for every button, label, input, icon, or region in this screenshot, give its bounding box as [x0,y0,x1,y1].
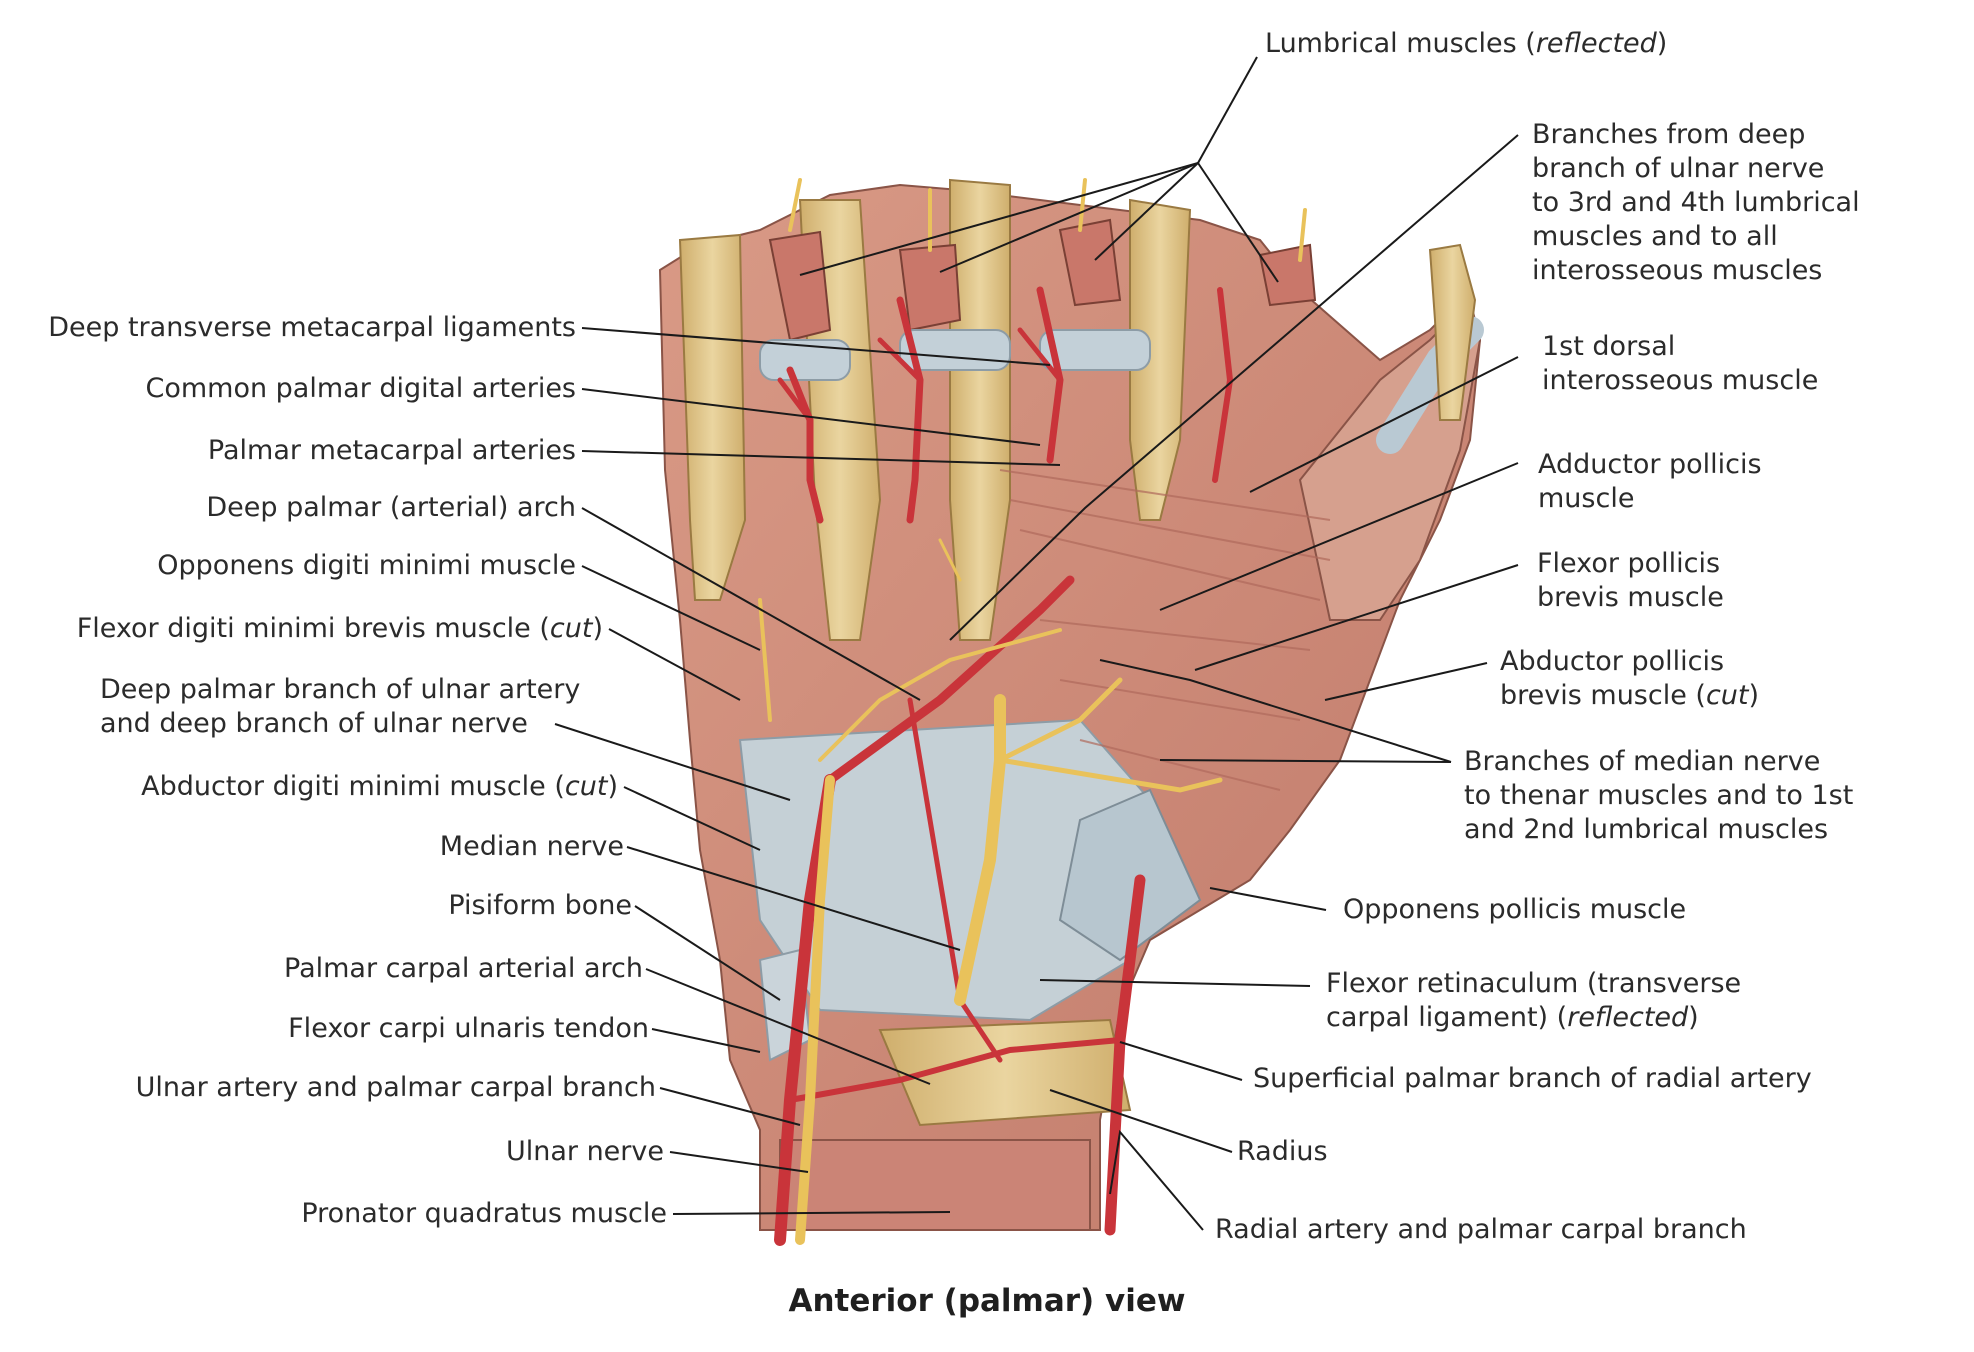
label-text: carpal ligament) ( [1326,1002,1568,1033]
label-palmar-metacarpal: Palmar metacarpal arteries [207,435,576,466]
label-median-nerve-branches-3: and 2nd lumbrical muscles [1464,814,1829,845]
label-italic: cut [564,771,608,802]
label-first-dorsal-interosseous-1: 1st dorsal [1542,331,1676,362]
leader-lines [799,56,1519,1231]
transverse-ligaments [759,329,1151,381]
label-flexor-carpi-ulnaris: Flexor carpi ulnaris tendon [288,1013,649,1044]
label-deep-palmar-arch: Deep palmar (arterial) arch [206,492,576,523]
flexor-retinaculum [1058,788,1202,962]
label-median-nerve-branches-1: Branches of median nerve [1464,746,1821,777]
label-median-nerve-branches-2: to thenar muscles and to 1st [1464,780,1854,811]
label-opponens-digiti-minimi: Opponens digiti minimi muscle [157,550,576,581]
label-text: brevis muscle ( [1500,680,1706,711]
label-deep-branch-ulnar-nerve-4: muscles and to all [1532,221,1778,252]
label-text: Lumbrical muscles ( [1265,28,1536,59]
label-lumbrical: Lumbrical muscles (reflected) [1265,27,1667,61]
label-median-nerve: Median nerve [439,831,624,862]
label-text: Abductor digiti minimi muscle ( [141,771,565,802]
label-deep-transverse-metacarpal: Deep transverse metacarpal ligaments [48,312,576,343]
label-abductor-digiti-minimi: Abductor digiti minimi muscle (cut) [141,770,618,804]
label-deep-branch-ulnar-nerve-3: to 3rd and 4th lumbrical [1532,187,1860,218]
label-text-end: ) [1748,680,1760,711]
label-adductor-pollicis-2: muscle [1538,483,1635,514]
label-first-dorsal-interosseous-2: interosseous muscle [1542,365,1819,396]
label-italic: cut [1705,680,1749,711]
lumbrical-stumps [768,218,1317,342]
label-abductor-pollicis-brevis-1: Abductor pollicis [1500,646,1725,677]
leader-lines-left [554,327,1061,1215]
label-radial-artery: Radial artery and palmar carpal branch [1215,1214,1747,1245]
label-deep-branch-ulnar-nerve-1: Branches from deep [1532,119,1806,150]
label-deep-palmar-branch-ulnar-1: Deep palmar branch of ulnar artery [100,674,581,705]
label-italic: reflected [1535,28,1657,59]
label-adductor-pollicis-1: Adductor pollicis [1538,449,1762,480]
label-flexor-pollicis-brevis-1: Flexor pollicis [1537,548,1721,579]
label-opponens-pollicis: Opponens pollicis muscle [1343,894,1687,925]
label-text-end: ) [607,771,618,802]
label-ulnar-artery: Ulnar artery and palmar carpal branch [135,1072,656,1103]
label-text-end: ) [592,613,603,644]
label-text-end: ) [1688,1002,1699,1033]
label-superficial-palmar-branch: Superficial palmar branch of radial arte… [1253,1063,1812,1094]
label-text-end: ) [1656,28,1668,59]
label-deep-palmar-branch-ulnar-2: and deep branch of ulnar nerve [100,708,528,739]
label-pisiform: Pisiform bone [448,890,632,921]
figure-caption: Anterior (palmar) view [788,1283,1186,1319]
nerves [758,178,1307,1245]
pronator-quadratus [779,1139,1091,1231]
carpal-ligaments [738,718,1152,1022]
label-flexor-retinaculum-2: carpal ligament) (reflected) [1326,1001,1699,1035]
label-palmar-carpal-arch: Palmar carpal arterial arch [284,953,643,984]
label-common-palmar-digital: Common palmar digital arteries [145,373,576,404]
label-deep-branch-ulnar-nerve-2: branch of ulnar nerve [1532,153,1825,184]
label-flexor-retinaculum-1: Flexor retinaculum (transverse [1326,968,1742,999]
label-abductor-pollicis-brevis-2: brevis muscle (cut) [1500,679,1759,713]
label-italic: reflected [1567,1002,1689,1033]
label-text: Flexor digiti minimi brevis muscle ( [76,613,550,644]
label-radius: Radius [1237,1136,1328,1167]
label-flexor-digiti-minimi-brevis: Flexor digiti minimi brevis muscle (cut) [77,612,603,646]
label-italic: cut [549,613,593,644]
thenar-fibers [999,469,1331,791]
label-flexor-pollicis-brevis-2: brevis muscle [1537,582,1724,613]
label-ulnar-nerve: Ulnar nerve [505,1136,664,1167]
thumb-phalanx [1428,243,1477,421]
label-pronator-quadratus: Pronator quadratus muscle [301,1198,667,1229]
label-deep-branch-ulnar-nerve-5: interosseous muscles [1532,255,1823,286]
